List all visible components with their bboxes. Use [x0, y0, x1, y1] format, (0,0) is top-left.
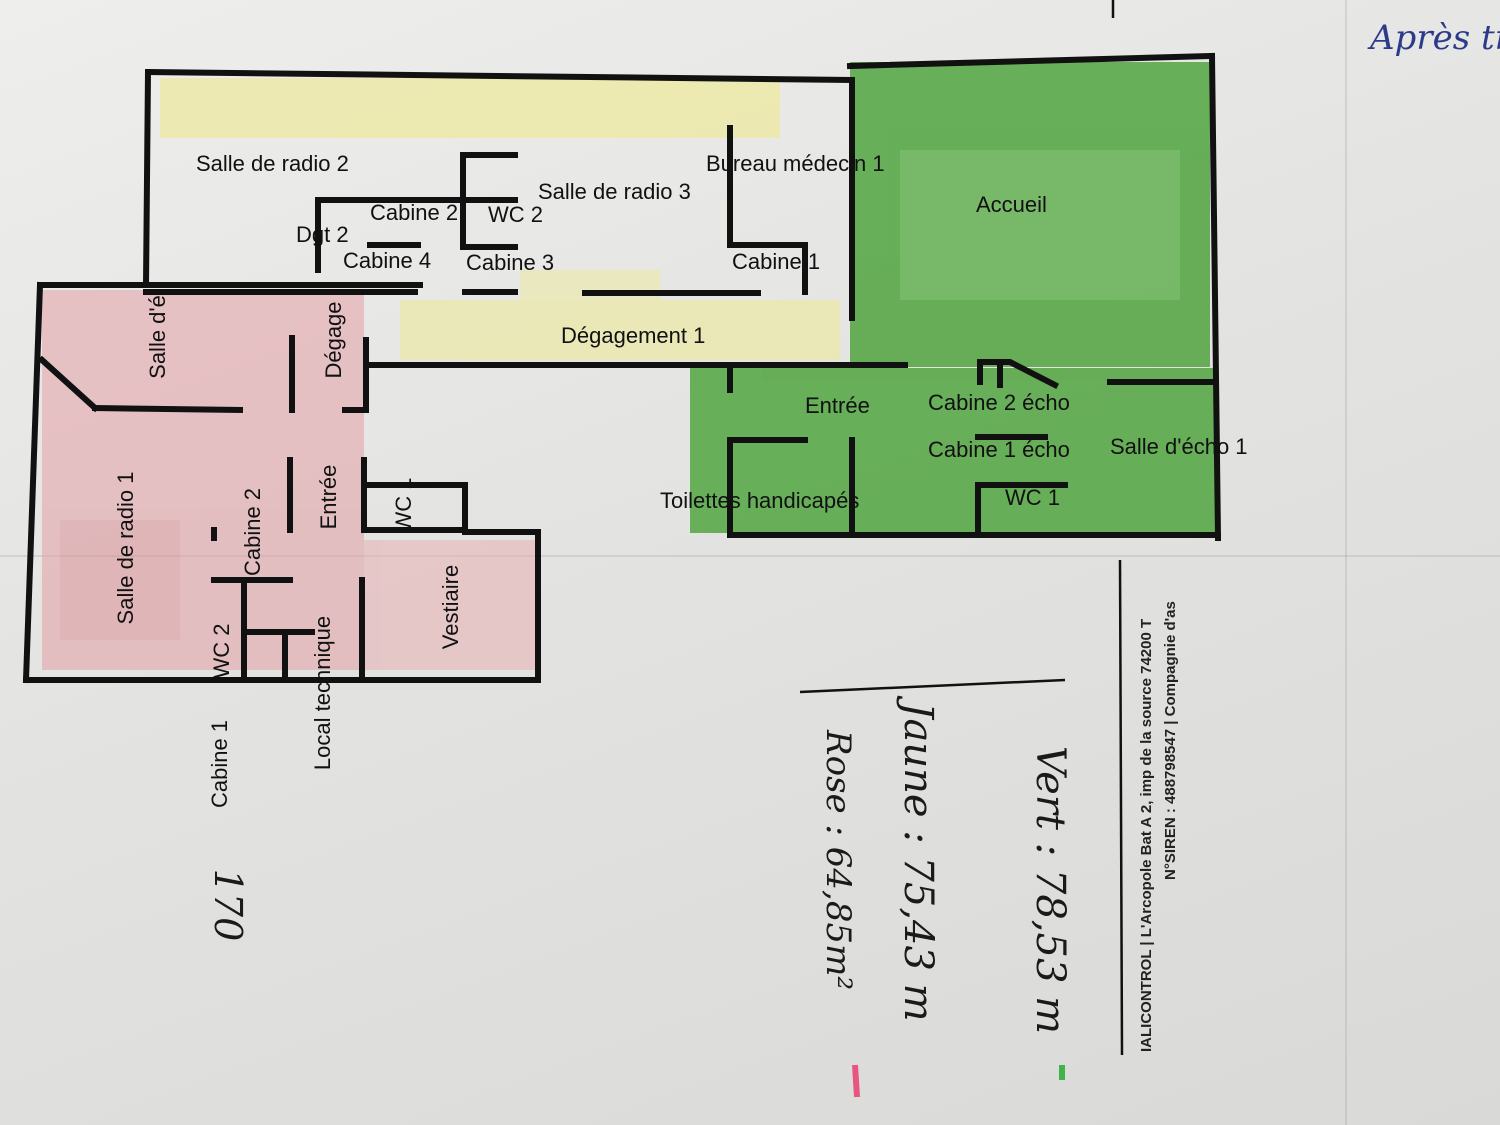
footer-company-address: IALICONTROL | L'Arcopole Bat A 2, imp de…: [1138, 618, 1155, 1052]
walls: [22, 52, 1222, 684]
room-entree: Entrée: [805, 393, 870, 418]
room-cabine-1: Cabine 1: [732, 249, 821, 274]
green-zone: [690, 62, 1215, 533]
room-cabine-2-echo: Cabine 2 écho: [928, 390, 1070, 415]
paper-fold: [0, 555, 1500, 557]
room-vestiaire: Vestiaire: [438, 564, 463, 650]
room-cabine-1-echo: Cabine 1 écho: [928, 437, 1070, 462]
room-degagement-1: Dégagement 1: [561, 323, 706, 348]
room-bureau-medecin-1: Bureau médecin 1: [706, 151, 885, 176]
pink-marker: [852, 1064, 860, 1098]
room-cabine-2-left: Cabine 2: [240, 487, 265, 577]
room-wc-2-left: WC 2: [209, 623, 234, 679]
room-accueil: Accueil: [976, 192, 1047, 217]
room-toilettes-handicapes: Toilettes handicapés: [660, 488, 860, 513]
room-salle-radio-1: Salle de radio 1: [113, 471, 138, 625]
room-degagement-left: Dégage: [321, 301, 346, 379]
room-dgt-2: Dgt 2: [296, 222, 349, 247]
room-salle-echo-left: Salle d'é: [145, 295, 170, 379]
handwritten-number: 170: [206, 868, 250, 942]
handwritten-area-vert: Vert : 78,53 m: [1027, 745, 1073, 1035]
handwritten-strokes: [799, 0, 1124, 1056]
room-wc-1: WC 1: [1005, 485, 1060, 510]
room-cabine-2: Cabine 2: [370, 200, 459, 225]
room-entree-left: Entrée: [316, 464, 341, 530]
room-cabine-1-left: Cabine 1: [207, 719, 232, 809]
room-cabine-3: Cabine 3: [466, 250, 555, 275]
room-salle-radio-2: Salle de radio 2: [196, 151, 349, 176]
yellow-zone: [160, 78, 840, 360]
handwritten-note: Après tra: [1370, 18, 1500, 58]
footer-siren: N°SIREN : 488798547 | Compagnie d'as: [1162, 601, 1179, 880]
room-salle-echo-1: Salle d'écho 1: [1110, 434, 1248, 459]
handwritten-area-jaune: Jaune : 75,43 m: [895, 702, 941, 1022]
paper-fold: [1345, 0, 1347, 1125]
room-local-technique: Local technique: [310, 615, 335, 771]
room-wc-1-left: WC 1: [391, 477, 416, 533]
room-wc-2: WC 2: [488, 202, 543, 227]
room-salle-radio-3: Salle de radio 3: [538, 179, 691, 204]
room-cabine-4: Cabine 4: [343, 248, 432, 273]
pink-zone: [42, 290, 536, 670]
handwritten-area-rose: Rose : 64,85m²: [818, 730, 858, 990]
